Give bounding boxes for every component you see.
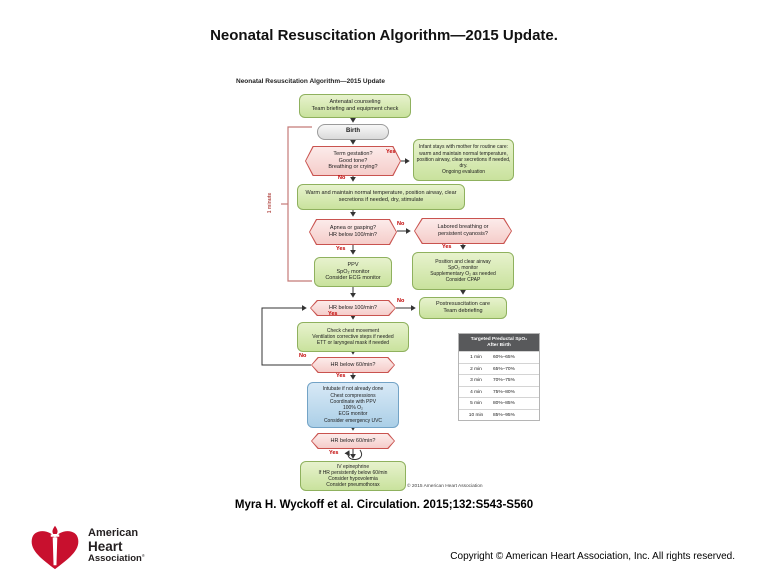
aha-logo-text: American Heart Association® xyxy=(88,526,145,565)
hr-below-60-decision-2: HR below 60/min? xyxy=(311,433,395,449)
table-cell-range: 75%–80% xyxy=(493,389,515,395)
postresuscitation-box: Postresuscitation care Team debriefing xyxy=(419,297,507,319)
table-header: Targeted Preductal SpO₂ After Birth xyxy=(459,334,539,352)
hr-below-60-decision-1: HR below 60/min? xyxy=(311,357,395,373)
no-label: No xyxy=(397,298,405,304)
yes-label: Yes xyxy=(386,149,396,155)
spo2-target-table: Targeted Preductal SpO₂ After Birth 1 mi… xyxy=(458,333,540,422)
table-row: 4 min 75%–80% xyxy=(459,385,539,398)
table-cell-range: 60%–65% xyxy=(493,355,515,361)
table-row: 2 min 65%–70% xyxy=(459,362,539,375)
term-gestation-decision: Term gestation? Good tone? Breathing or … xyxy=(305,146,401,176)
citation: Myra H. Wyckoff et al. Circulation. 2015… xyxy=(234,499,534,511)
page-title: Neonatal Resuscitation Algorithm—2015 Up… xyxy=(210,27,558,44)
table-row: 5 min 80%–85% xyxy=(459,397,539,409)
position-airway-box: Position and clear airway SpO₂ monitor S… xyxy=(412,252,514,290)
table-cell-time: 2 min xyxy=(470,366,482,372)
hr-below-100-decision-text: HR below 100/min? xyxy=(311,301,395,315)
infant-with-mother-box: Infant stays with mother for routine car… xyxy=(413,139,514,181)
table-cell-range: 80%–85% xyxy=(493,401,515,407)
logo-word-american: American xyxy=(88,526,139,539)
yes-label: Yes xyxy=(336,373,346,379)
table-cell-time: 1 min xyxy=(470,355,482,361)
chart-copyright: © 2015 American Heart Association xyxy=(407,484,483,489)
check-chest-box: Check chest movement Ventilation correct… xyxy=(297,322,409,352)
flowchart-title: Neonatal Resuscitation Algorithm—2015 Up… xyxy=(236,78,385,85)
no-label: No xyxy=(397,221,405,227)
heart-torch-icon xyxy=(31,525,79,570)
apnea-gasping-decision: Apnea or gasping? HR below 100/min? xyxy=(309,219,397,245)
term-gestation-decision-text: Term gestation? Good tone? Breathing or … xyxy=(306,147,400,175)
yes-label: Yes xyxy=(442,244,452,250)
warm-stimulate-box: Warm and maintain normal temperature, po… xyxy=(297,184,465,210)
table-cell-time: 4 min xyxy=(470,389,482,395)
table-cell-range: 70%–75% xyxy=(493,378,515,384)
logo-word-heart: Heart xyxy=(88,538,123,554)
table-row: 10 min 85%–95% xyxy=(459,408,539,421)
table-cell-range: 65%–70% xyxy=(493,366,515,372)
table-row: 3 min 70%–75% xyxy=(459,374,539,386)
one-minute-bracket xyxy=(281,126,312,282)
table-cell-time: 3 min xyxy=(470,378,482,384)
intubate-compressions-box: Intubate if not already done Chest compr… xyxy=(307,382,399,428)
birth-box: Birth xyxy=(317,124,389,140)
table-cell-range: 85%–95% xyxy=(493,412,515,418)
iv-epinephrine-box: IV epinephrine If HR persistently below … xyxy=(300,461,406,491)
no-label: No xyxy=(299,353,307,359)
antenatal-counseling-box: Antenatal counseling Team briefing and e… xyxy=(299,94,411,118)
hr-below-100-decision: HR below 100/min? xyxy=(310,300,396,316)
table-cell-time: 5 min xyxy=(470,401,482,407)
hr-below-60-decision-1-text: HR below 60/min? xyxy=(312,358,394,372)
aha-logo: American Heart Association® xyxy=(28,521,145,571)
registered-mark: ® xyxy=(141,553,145,559)
footer-copyright: Copyright © American Heart Association, … xyxy=(450,551,735,562)
logo-word-association: Association® xyxy=(88,553,145,565)
table-cell-time: 10 min xyxy=(468,412,484,418)
ppv-box: PPV SpO₂ monitor Consider ECG monitor xyxy=(314,257,392,287)
yes-label: Yes xyxy=(329,450,339,456)
yes-label: Yes xyxy=(336,246,346,252)
hr-below-60-decision-2-text: HR below 60/min? xyxy=(312,434,394,448)
one-minute-label: 1 minute xyxy=(267,192,273,214)
labored-breathing-decision: Labored breathing or persistent cyanosis… xyxy=(414,218,512,244)
yes-label: Yes xyxy=(328,311,338,317)
no-label: No xyxy=(338,175,346,181)
table-row: 1 min 60%–65% xyxy=(459,351,539,363)
apnea-gasping-decision-text: Apnea or gasping? HR below 100/min? xyxy=(310,220,396,244)
labored-breathing-decision-text: Labored breathing or persistent cyanosis… xyxy=(415,219,511,243)
